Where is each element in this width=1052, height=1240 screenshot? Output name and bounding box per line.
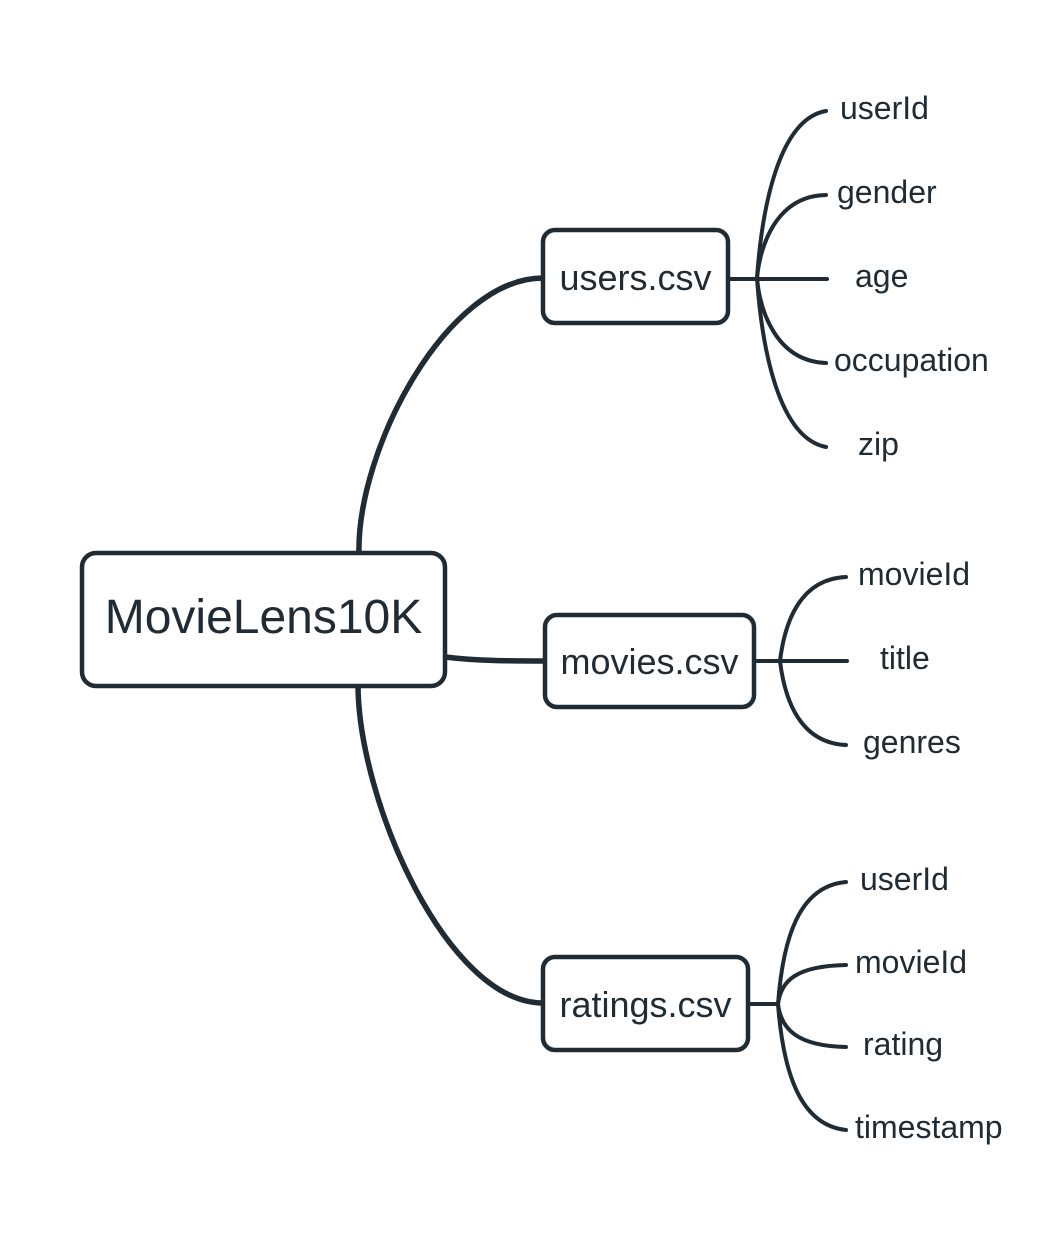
leaf-ratings-timestamp-label: timestamp bbox=[855, 1109, 1003, 1145]
link-ratings-movieid bbox=[776, 963, 848, 1006]
file-node-ratings bbox=[540, 954, 751, 1053]
link-movies-movieid bbox=[778, 575, 848, 663]
leaf-ratings-movieid-label: movieId bbox=[855, 944, 967, 980]
link-movies-genres bbox=[778, 659, 848, 747]
users-leaf-labels: userId gender age occupation zip bbox=[834, 90, 989, 462]
leaf-users-gender-label: gender bbox=[837, 174, 937, 210]
leaf-ratings-userid-label: userId bbox=[860, 861, 949, 897]
file-node-movies bbox=[542, 612, 757, 710]
leaf-movies-title-label: title bbox=[880, 640, 930, 676]
link-ratings-rating bbox=[776, 1002, 848, 1049]
ratings-leaf-labels: userId movieId rating timestamp bbox=[855, 861, 1003, 1145]
root-node-label: MovieLens10K bbox=[105, 591, 423, 644]
link-ratings-userid bbox=[776, 880, 848, 1006]
root-edges bbox=[355, 275, 548, 1006]
root-node bbox=[79, 550, 448, 689]
leaf-users-zip-label: zip bbox=[858, 426, 899, 462]
leaf-movies-genres-label: genres bbox=[863, 724, 961, 760]
file-node-ratings-label: ratings.csv bbox=[559, 984, 731, 1025]
file-node-users-label: users.csv bbox=[559, 257, 711, 298]
leaf-users-userid-label: userId bbox=[840, 90, 929, 126]
file-node-users bbox=[540, 227, 731, 326]
link-ratings-timestamp bbox=[776, 1002, 848, 1132]
movies-links bbox=[752, 575, 849, 747]
nodes: MovieLens10K users.csv movies.csv rating… bbox=[79, 227, 757, 1053]
leaf-movies-movieid-label: movieId bbox=[858, 556, 970, 592]
link-users-zip bbox=[755, 276, 828, 449]
leaf-ratings-rating-label: rating bbox=[863, 1026, 943, 1062]
link-users-gender bbox=[755, 193, 828, 280]
edge-root-to-ratings bbox=[355, 681, 546, 1006]
file-node-movies-label: movies.csv bbox=[560, 641, 738, 682]
users-links bbox=[726, 109, 829, 449]
leaf-users-age-label: age bbox=[855, 258, 908, 294]
edge-root-to-movies bbox=[442, 654, 548, 664]
ratings-links bbox=[746, 880, 848, 1132]
leaf-users-occupation-label: occupation bbox=[834, 342, 989, 378]
edge-root-to-users bbox=[356, 275, 546, 558]
movies-leaf-labels: movieId title genres bbox=[858, 556, 970, 760]
link-users-userid bbox=[755, 109, 828, 280]
